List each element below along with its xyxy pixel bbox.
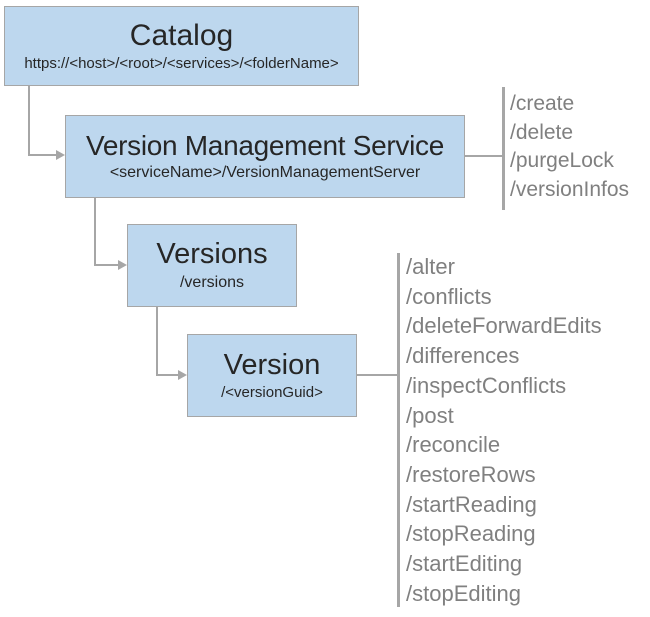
connector-service-to-versions-horizontal: [94, 264, 119, 266]
operation-item: /alter: [406, 254, 455, 279]
operation-item: /deleteForwardEdits: [406, 313, 602, 339]
operation-item: /conflicts: [406, 283, 492, 309]
operation-item: /reconcile: [406, 432, 501, 458]
version-operations-branch-line: [357, 374, 397, 376]
catalog-node-subtitle: https://<host>/<root>/<services>/<folder…: [24, 55, 339, 73]
operation-item: /create: [510, 92, 575, 115]
version-operations-list: /alter/conflicts/deleteForwardEdits/diff…: [406, 252, 602, 608]
connector-versions-to-version-horizontal: [156, 374, 179, 376]
version-management-service-node-subtitle: <serviceName>/VersionManagementServer: [109, 164, 421, 182]
version-management-service-node-title: Version Management Service: [86, 129, 444, 161]
service-operations-list: /create/delete/purgeLock/versionInfos: [510, 90, 629, 204]
operation-item: /restoreRows: [406, 461, 536, 487]
operation-item: /stopEditing: [406, 580, 521, 606]
arrow-right-icon: [56, 150, 65, 160]
connector-service-to-versions-vertical: [94, 198, 96, 266]
service-operations-branch-line: [465, 155, 502, 157]
connector-versions-to-version-vertical: [156, 307, 158, 376]
catalog-node-title: Catalog: [129, 18, 234, 52]
operation-item: /startReading: [406, 491, 537, 517]
operation-item: /versionInfos: [510, 177, 630, 201]
operation-item: /differences: [406, 343, 520, 369]
catalog-node: Catalog https://<host>/<root>/<services>…: [4, 6, 359, 86]
versions-node-title: Versions: [156, 238, 268, 271]
versions-node-subtitle: /versions: [179, 273, 245, 291]
version-management-service-node: Version Management Service <serviceName>…: [65, 115, 465, 198]
connector-catalog-to-service-vertical: [28, 86, 30, 156]
operation-item: /delete: [510, 120, 574, 144]
versions-node: Versions /versions: [127, 224, 297, 307]
arrow-right-icon: [178, 370, 187, 380]
operation-item: /startEditing: [406, 551, 523, 577]
operation-item: /purgeLock: [510, 149, 614, 173]
version-node: Version /<versionGuid>: [187, 334, 357, 417]
version-operations-rail: [397, 253, 400, 607]
connector-catalog-to-service-horizontal: [28, 154, 57, 156]
operation-item: /post: [406, 402, 454, 428]
service-operations-rail: [502, 87, 505, 210]
operation-item: /stopReading: [406, 521, 536, 547]
version-node-subtitle: /<versionGuid>: [221, 384, 323, 402]
arrow-right-icon: [118, 260, 127, 270]
version-node-title: Version: [223, 348, 321, 381]
operation-item: /inspectConflicts: [406, 372, 567, 398]
